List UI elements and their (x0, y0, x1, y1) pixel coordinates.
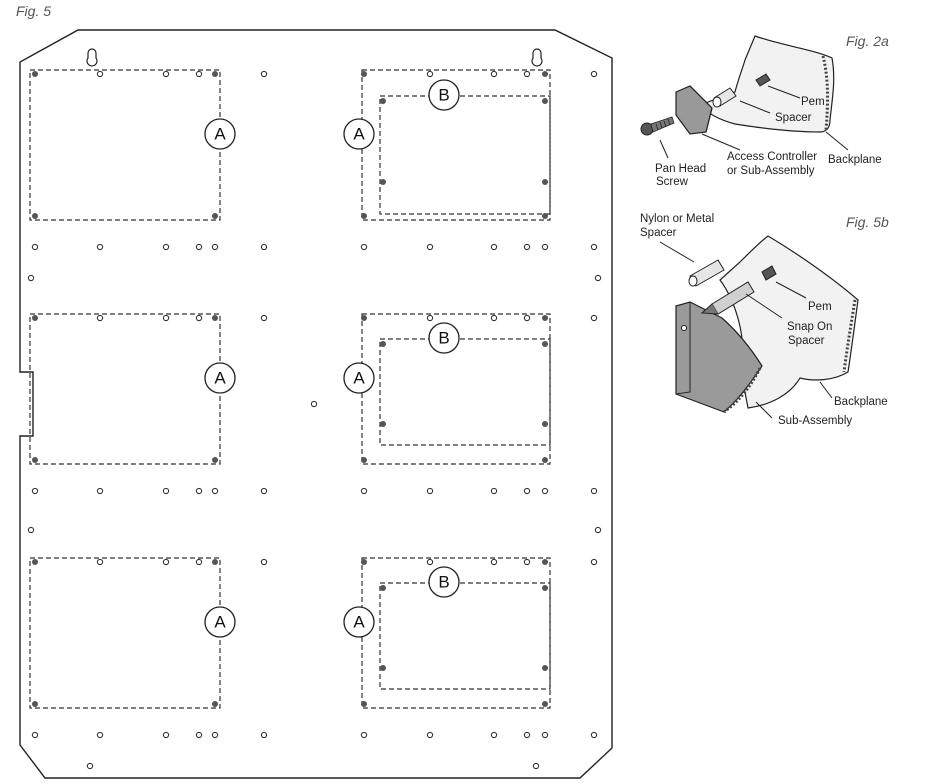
mount-area-b (379, 95, 551, 215)
nylon-spacer-label: Nylon or Metal (640, 213, 714, 225)
pem-icon (755, 73, 771, 87)
controller-block (675, 85, 713, 135)
screw-label: Screw (656, 176, 689, 188)
pem-label: Pem (808, 301, 832, 313)
screw-icon (640, 116, 675, 136)
pem-label: Pem (801, 96, 825, 108)
sub-assembly-label: or Sub-Assembly (727, 165, 815, 177)
backplane-label: Backplane (834, 396, 888, 408)
spacer-label: Spacer (775, 112, 812, 124)
fig-2a-illustration (640, 35, 849, 159)
mount-area-a (29, 313, 221, 465)
mount-area-b (379, 338, 551, 446)
backplane-sheet (698, 35, 835, 133)
label-a: A (214, 369, 226, 388)
mounting-holes (27, 70, 602, 770)
label-a: A (353, 369, 365, 388)
keyhole-icon (86, 48, 98, 67)
nylon-spacer-icon (688, 259, 725, 287)
label-a: A (353, 613, 365, 632)
backplane-label: Backplane (828, 154, 882, 166)
label-b: B (438, 329, 449, 348)
keyhole-icon (531, 48, 543, 67)
fig-2a-title: Fig. 2a (846, 33, 889, 49)
label-a: A (353, 125, 365, 144)
mount-area-a (29, 557, 221, 709)
label-b: B (438, 86, 449, 105)
access-controller-label: Access Controller (727, 151, 817, 163)
backplane-outline (19, 29, 613, 779)
fig-5b-illustration (659, 235, 859, 419)
fig-5b-title: Fig. 5b (846, 214, 889, 230)
label-circles (204, 79, 460, 638)
snap-on-spacer-label: Spacer (788, 335, 825, 347)
label-a: A (214, 613, 226, 632)
sub-assembly-label: Sub-Assembly (778, 415, 852, 427)
fig-5-title: Fig. 5 (16, 3, 52, 19)
spacer-label: Spacer (640, 227, 677, 239)
pem-icon (761, 265, 777, 281)
snap-on-label: Snap On (787, 321, 832, 333)
pan-head-label: Pan Head (655, 163, 706, 175)
spacer-icon (712, 87, 737, 108)
label-b: B (438, 573, 449, 592)
mount-area-a (29, 69, 221, 221)
mount-area-b (379, 582, 551, 690)
snap-on-spacer-icon (700, 281, 755, 315)
pem-studs (32, 71, 548, 707)
label-a: A (214, 125, 226, 144)
